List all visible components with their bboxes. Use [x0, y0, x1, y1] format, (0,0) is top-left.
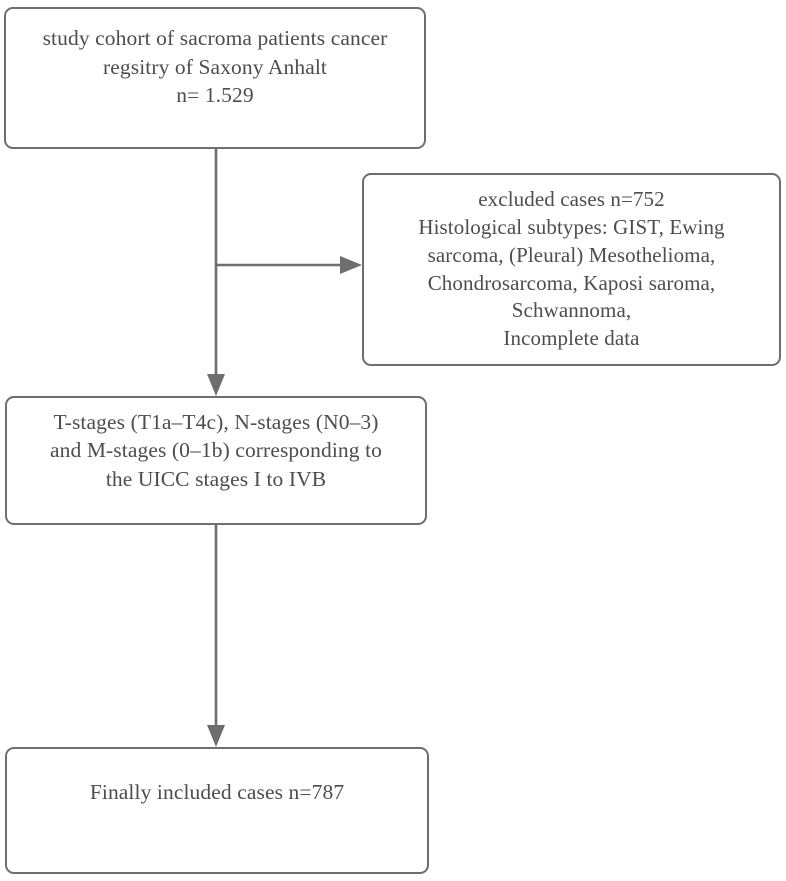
node-study-cohort-label: study cohort of sacroma patients cancer … — [42, 26, 388, 108]
node-finally-included-label: Finally included cases n=787 — [89, 780, 345, 805]
node-excluded-cases-label: excluded cases n=752 Histological subtyp… — [418, 187, 725, 350]
arrowhead-down-icon — [207, 725, 225, 747]
connector-staging-to-included — [207, 525, 225, 747]
node-uicc-staging: T-stages (T1a–T4c), N-stages (N0–3) and … — [5, 396, 427, 525]
connector-cohort-to-excluded — [216, 256, 362, 274]
node-study-cohort: study cohort of sacroma patients cancer … — [4, 7, 426, 149]
connector-cohort-to-staging — [207, 149, 225, 396]
node-uicc-staging-label: T-stages (T1a–T4c), N-stages (N0–3) and … — [50, 409, 382, 491]
node-finally-included: Finally included cases n=787 — [5, 747, 429, 874]
arrowhead-right-icon — [340, 256, 362, 274]
arrowhead-down-icon — [207, 374, 225, 396]
node-excluded-cases: excluded cases n=752 Histological subtyp… — [362, 173, 781, 366]
